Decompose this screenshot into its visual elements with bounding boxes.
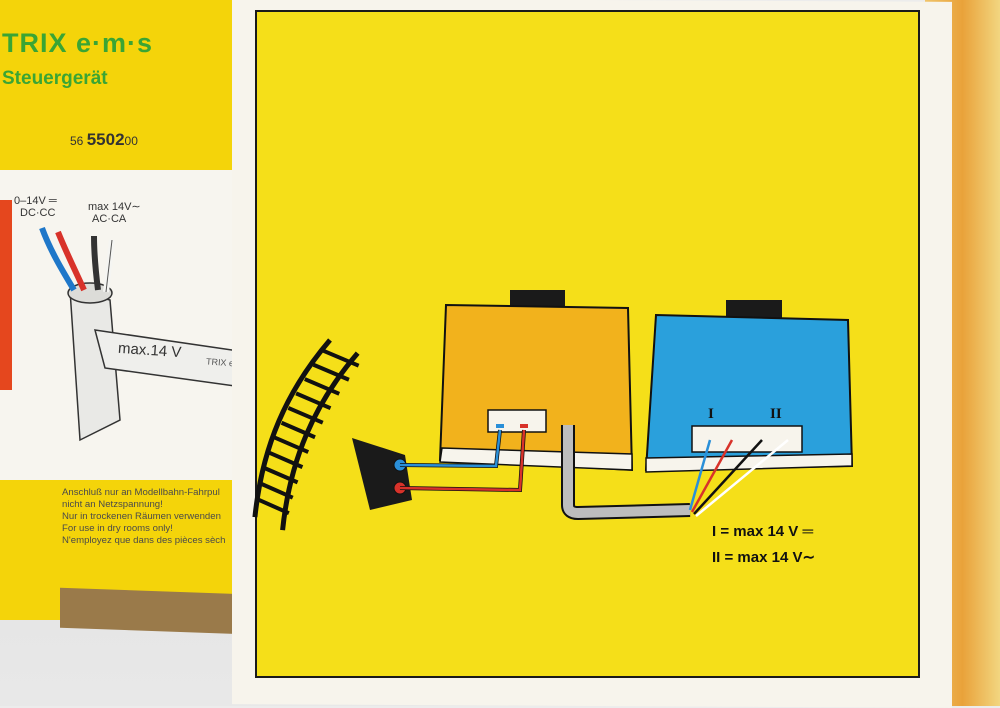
- product-title: Steuergerät: [2, 68, 108, 89]
- controller-unit: [438, 290, 634, 472]
- red-box-edge: [0, 200, 12, 390]
- ac-label: max 14V∼: [88, 201, 141, 213]
- article-suffix: 00: [124, 134, 138, 148]
- note-line: N'employez que dans des pièces sèch: [62, 535, 226, 546]
- dc-label: 0–14V ═: [14, 195, 57, 207]
- legend-dc: I = max 14 V ═: [712, 523, 814, 540]
- dc-sub-label: DC·CC: [20, 207, 56, 219]
- brand-logo: TRIX e·m·s: [2, 28, 154, 58]
- track-connector: [352, 438, 412, 510]
- article-number: 56 550200: [70, 130, 138, 150]
- safety-notes: Anschluß nur an Modellbahn-Fahrpul nicht…: [62, 487, 225, 547]
- note-line: For use in dry rooms only!: [62, 523, 173, 534]
- transformer-unit: [644, 300, 854, 473]
- note-line: nicht an Netzspannung!: [62, 499, 163, 510]
- terminal-1-label: I: [708, 406, 714, 422]
- ac-sub-label: AC·CA: [92, 213, 127, 225]
- note-line: Anschluß nur an Modellbahn-Fahrpul: [62, 487, 220, 498]
- article-prefix: 56: [70, 134, 84, 148]
- article-main: 5502: [86, 130, 125, 149]
- transformer-wires: [688, 439, 789, 517]
- terminal-2-label: II: [770, 406, 782, 422]
- legend-ac: II = max 14 V∼: [712, 549, 816, 566]
- note-line: Nur in trockenen Räumen verwenden: [62, 511, 221, 522]
- track-icon: [252, 338, 360, 531]
